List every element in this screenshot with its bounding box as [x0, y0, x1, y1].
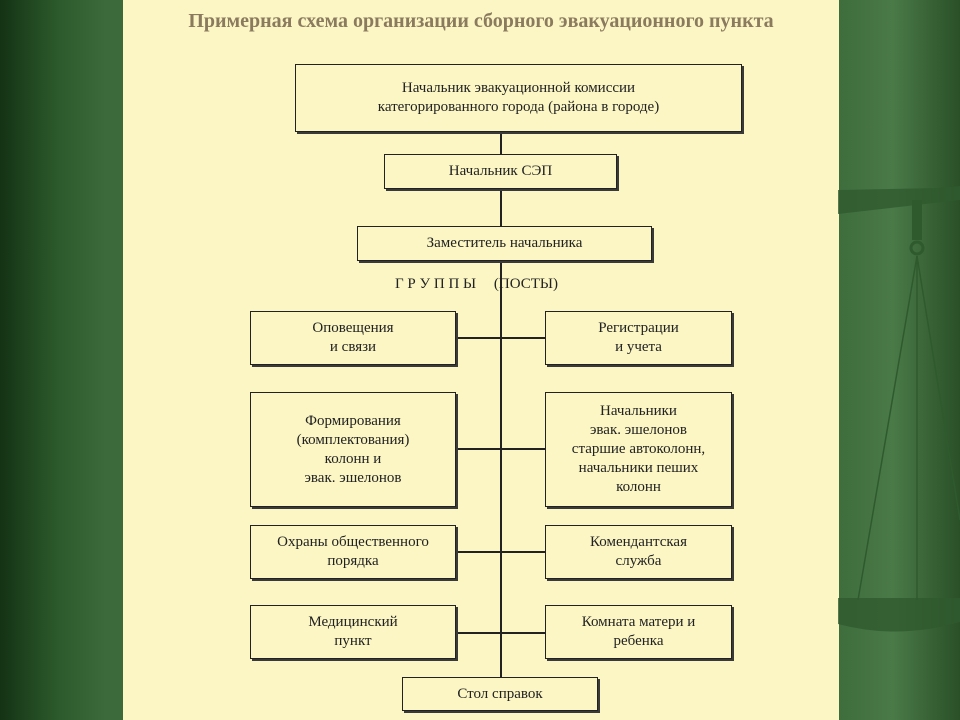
bottom-box: Стол справок: [402, 677, 598, 711]
right-group-3-line-1: Комендантская: [590, 534, 687, 550]
connector-chief-deputy: [500, 189, 502, 226]
groups-word: Г Р У П П Ы: [395, 276, 477, 292]
right-group-3: Комендантская служба: [545, 525, 732, 579]
left-group-3: Охраны общественного порядка: [250, 525, 456, 579]
left-group-3-line-1: Охраны общественного: [277, 534, 429, 550]
groups-heading: Г Р У П П Ы (ПОСТЫ): [395, 276, 558, 293]
left-group-1: Оповещения и связи: [250, 311, 456, 365]
right-group-2-line-3: старшие автоколонн,: [571, 441, 706, 457]
scales-icon: [838, 186, 960, 632]
left-group-4-line-1: Медицинский: [308, 614, 398, 630]
chief-label: Начальник СЭП: [448, 163, 553, 179]
head-box: Начальник эвакуационной комиссии категор…: [295, 64, 742, 132]
chief-box: Начальник СЭП: [384, 154, 617, 189]
connector-row-1: [456, 337, 545, 339]
head-line-2: категорированного города (района в город…: [377, 99, 660, 115]
right-group-2: Начальники эвак. эшелонов старшие автоко…: [545, 392, 732, 507]
right-group-1: Регистрации и учета: [545, 311, 732, 365]
right-group-4-line-2: ребенка: [613, 633, 664, 649]
right-group-1-line-1: Регистрации: [598, 320, 679, 336]
head-line-1: Начальник эвакуационной комиссии: [401, 80, 636, 96]
deputy-label: Заместитель начальника: [426, 235, 583, 251]
left-group-2-line-4: эвак. эшелонов: [304, 469, 402, 486]
left-group-2-line-1: Формирования: [305, 412, 401, 429]
bottom-label: Стол справок: [457, 685, 543, 702]
left-group-2: Формирования (комплектования) колонн и э…: [250, 392, 456, 507]
slide-title: Примерная схема организации сборного эва…: [188, 10, 774, 32]
left-group-4-line-2: пункт: [334, 633, 372, 649]
connector-main-vertical: [500, 261, 502, 679]
left-group-3-line-2: порядка: [327, 553, 379, 569]
right-group-2-line-4: начальники пеших: [578, 460, 699, 476]
connector-row-4: [456, 632, 545, 634]
right-group-1-line-2: и учета: [615, 339, 662, 355]
right-group-2-line-1: Начальники: [600, 403, 677, 419]
connector-head-chief: [500, 132, 502, 154]
right-group-2-line-5: колонн: [616, 479, 661, 495]
left-group-2-line-3: колонн и: [324, 450, 382, 467]
left-group-4: Медицинский пункт: [250, 605, 456, 659]
left-group-1-line-2: и связи: [329, 339, 377, 355]
posts-word: (ПОСТЫ): [493, 276, 558, 292]
left-group-2-line-2: (комплектования): [296, 431, 410, 448]
connector-row-2: [456, 448, 545, 450]
right-group-2-line-2: эвак. эшелонов: [589, 422, 687, 438]
right-group-4: Комната матери и ребенка: [545, 605, 732, 659]
right-group-3-line-2: служба: [615, 553, 662, 569]
right-group-4-line-1: Комната матери и: [581, 614, 696, 630]
connector-row-3: [456, 551, 545, 553]
left-group-1-line-1: Оповещения: [312, 320, 394, 336]
deputy-box: Заместитель начальника: [357, 226, 652, 261]
